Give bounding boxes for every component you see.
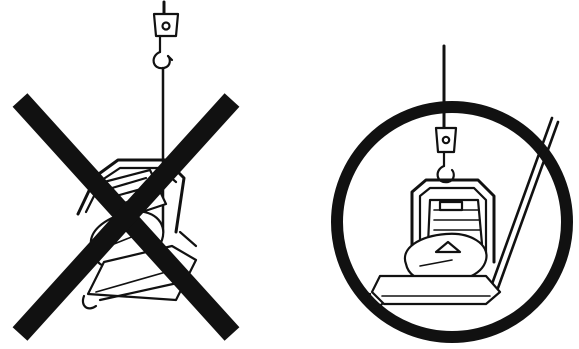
compactor-handle <box>492 118 558 288</box>
crane-hook-icon <box>154 2 178 68</box>
prohibited-x-icon <box>20 100 232 334</box>
correct-lifting-panel <box>337 46 567 337</box>
incorrect-lifting-panel <box>20 2 232 334</box>
plate-compactor-upright <box>368 180 500 307</box>
crane-hook-icon <box>436 128 456 182</box>
